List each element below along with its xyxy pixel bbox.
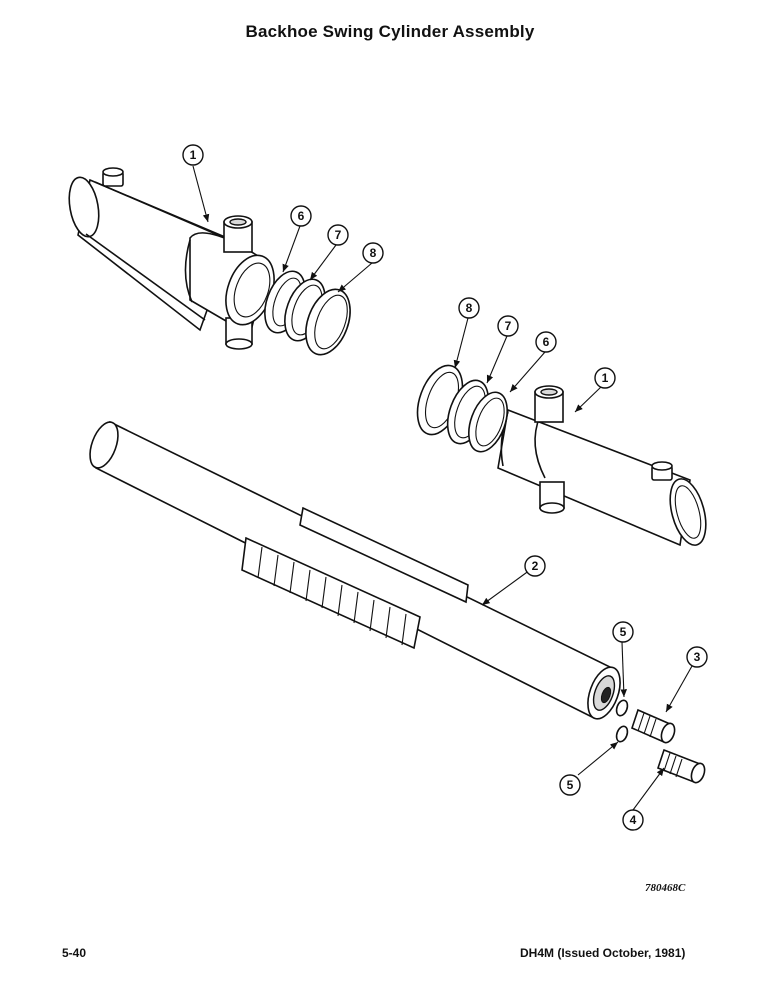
callout-1-upper: 1 [182, 144, 204, 166]
svg-text:5: 5 [620, 625, 627, 639]
callout-8-upper: 8 [362, 242, 384, 264]
callout-6-right: 6 [535, 331, 557, 353]
svg-text:5: 5 [567, 778, 574, 792]
page-title: Backhoe Swing Cylinder Assembly [245, 22, 535, 41]
bleed-plug-4 [657, 748, 706, 784]
svg-text:7: 7 [505, 319, 512, 333]
cylinder-barrel-left [68, 167, 275, 350]
issue-note: DH4M (Issued October, 1981) [520, 946, 686, 960]
callout-1-right: 1 [594, 367, 616, 389]
o-ring-lower [615, 725, 629, 743]
svg-text:7: 7 [335, 228, 342, 242]
cylinder-barrel-right [497, 385, 707, 547]
page-number: 5-40 [62, 946, 87, 960]
svg-text:1: 1 [190, 148, 197, 162]
callout-6-upper: 6 [290, 205, 312, 227]
callout-2: 2 [524, 555, 546, 577]
seal-ring-6-right [468, 391, 508, 453]
svg-text:8: 8 [370, 246, 377, 260]
svg-text:6: 6 [298, 209, 305, 223]
svg-text:6: 6 [543, 335, 550, 349]
figure-code: 780468C [645, 882, 686, 894]
bleed-plug-3 [631, 708, 676, 744]
callout-7-upper: 7 [327, 224, 349, 246]
callout-5-lower: 5 [559, 774, 581, 796]
svg-text:1: 1 [602, 371, 609, 385]
svg-text:8: 8 [466, 301, 473, 315]
svg-text:3: 3 [694, 650, 701, 664]
callout-5-upper: 5 [612, 621, 634, 643]
callout-4: 4 [622, 809, 644, 831]
callout-3: 3 [686, 646, 708, 668]
callout-7-right: 7 [497, 315, 519, 337]
callout-8-right: 8 [458, 297, 480, 319]
svg-text:2: 2 [532, 559, 539, 573]
rack-piston [89, 420, 621, 720]
svg-text:4: 4 [630, 813, 637, 827]
o-ring-upper [615, 699, 629, 717]
